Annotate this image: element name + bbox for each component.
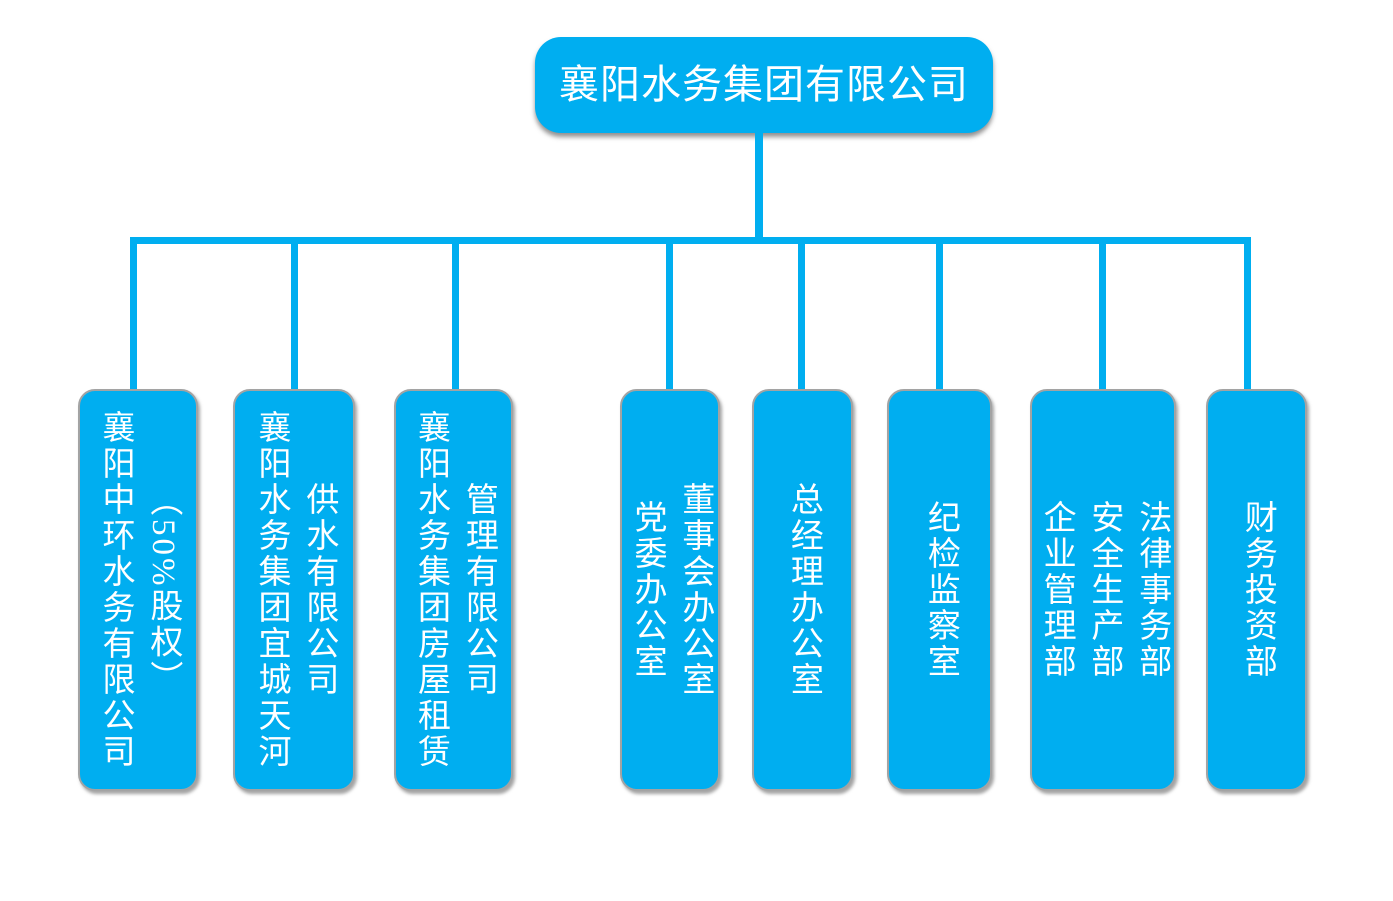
connector-child-2	[291, 237, 298, 390]
connector-horizontal-bus	[130, 237, 1251, 244]
org-node-dept-qiye-anquan-falv: 企业管理部 安全生产部 法律事务部	[1030, 389, 1176, 791]
org-node-root-label: 襄阳水务集团有限公司	[559, 62, 969, 107]
connector-child-1	[130, 237, 137, 390]
connector-child-8	[1244, 237, 1251, 390]
connector-child-3	[452, 237, 459, 390]
org-node-office-dangwei-dongshihui: 党委办公室 董事会办公室	[620, 389, 720, 791]
connector-root-drop	[755, 133, 763, 244]
connector-child-6	[936, 237, 943, 390]
org-node-label: 党委办公室 董事会办公室	[629, 482, 713, 698]
org-node-office-zongjingli: 总经理办公室	[752, 389, 853, 791]
connector-child-4	[666, 237, 673, 390]
org-node-label: 纪检监察室	[922, 500, 959, 680]
org-node-subsidiary-zhonghuan-water: 襄阳中环水务有限公司 （50%股权）	[78, 389, 198, 791]
org-node-office-jijian-jiancha: 纪检监察室	[887, 389, 992, 791]
org-node-root: 襄阳水务集团有限公司	[535, 37, 993, 133]
org-node-label: 总经理办公室	[785, 482, 822, 698]
org-node-label: 襄阳中环水务有限公司 （50%股权）	[97, 410, 181, 770]
org-node-label: 财务投资部	[1239, 500, 1276, 680]
org-node-subsidiary-yicheng-tianhe: 襄阳水务集团宜城天河 供水有限公司	[233, 389, 355, 791]
connector-child-5	[798, 237, 805, 390]
connector-child-7	[1099, 237, 1106, 390]
org-node-subsidiary-fangwu-zulin: 襄阳水务集团房屋租赁 管理有限公司	[394, 389, 513, 791]
org-node-dept-caiwu-touzi: 财务投资部	[1206, 389, 1307, 791]
org-node-label: 襄阳水务集团宜城天河 供水有限公司	[253, 410, 337, 770]
org-node-label: 襄阳水务集团房屋租赁 管理有限公司	[412, 410, 497, 770]
org-node-label: 企业管理部 安全生产部 法律事务部	[1038, 500, 1170, 680]
